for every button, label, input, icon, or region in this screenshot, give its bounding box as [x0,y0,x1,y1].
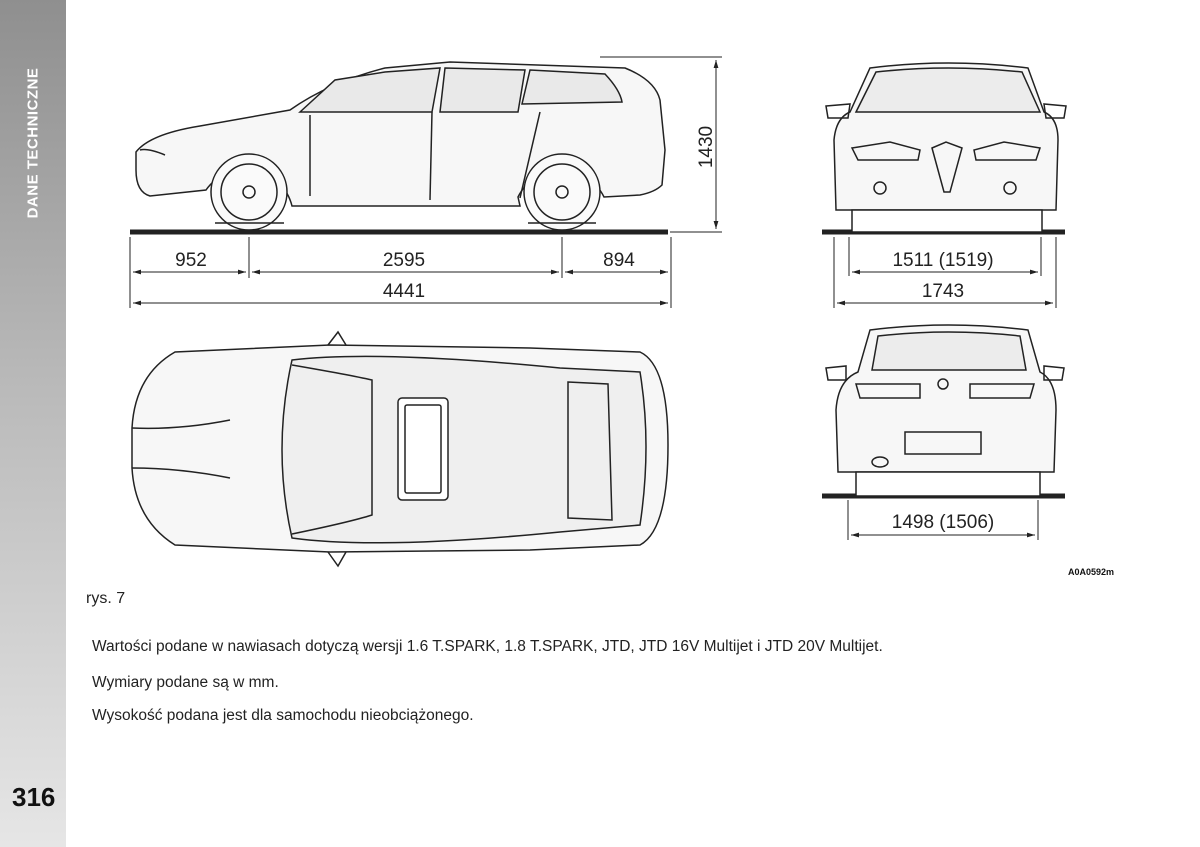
rear-dimension-lines [847,500,1039,540]
height-value: 1430 [696,126,717,168]
car-rear-view-drawing [822,324,1065,499]
rear-track-value: 1498 (1506) [892,512,994,533]
note-units: Wymiary podane są w mm. [92,674,279,691]
side-dimension-lines [129,237,672,308]
length-value: 4441 [383,281,425,302]
car-top-view-drawing [131,330,669,568]
front-track-value: 1511 (1519) [892,250,993,271]
section-label: DANE TECHNICZNE [24,67,42,219]
height-dimension [600,56,722,233]
note-versions: Wartości podane w nawiasach dotyczą wers… [92,638,883,655]
wheelbase-value: 2595 [383,250,425,271]
front-overhang-value: 952 [175,250,207,271]
page-number: 316 [12,782,56,812]
figure-caption: rys. 7 [86,590,126,607]
section-side-tab: DANE TECHNICZNE 316 [0,0,66,847]
drawing-reference: A0A0592m [1068,567,1115,577]
front-dimension-lines [833,237,1057,308]
car-front-view-drawing [822,62,1067,235]
vehicle-dimensions-figure: 1430 952 2595 894 4441 1511 (1519) 17 [129,56,1067,568]
note-unloaded-height: Wysokość podana jest dla samochodu nieob… [92,707,474,724]
car-side-view-drawing [130,61,668,235]
rear-overhang-value: 894 [603,250,635,271]
width-value: 1743 [922,281,964,302]
